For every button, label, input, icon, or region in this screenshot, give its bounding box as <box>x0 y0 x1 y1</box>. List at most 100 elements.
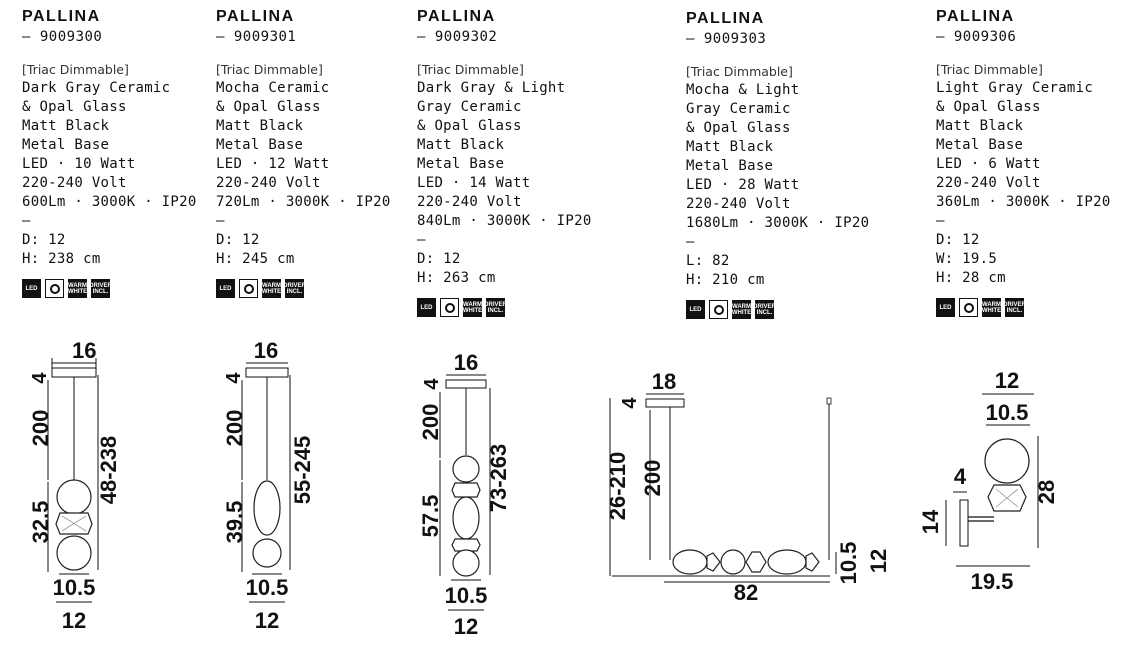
product-title: PALLINA <box>216 8 295 25</box>
product-code: — 9009301 <box>216 29 297 45</box>
dim-height: 28 <box>1034 480 1059 504</box>
dim-body-height: 39.5 <box>222 501 247 544</box>
spec-line: Metal Base <box>936 137 1024 153</box>
spec-line: 600Lm · 3000K · IP20 <box>22 194 197 210</box>
spec-line: Metal Base <box>216 137 304 153</box>
product-code: — 9009302 <box>417 29 498 45</box>
feature-icons: LED WARM WHITE DRIVER INCL. <box>216 279 391 298</box>
spec-line: 220-240 Volt <box>216 175 321 191</box>
drawing-9009301: 16 4 200 55-245 39.5 10.5 12 <box>222 338 315 633</box>
dim-outer-diameter: 12 <box>454 614 478 639</box>
spec-line: & Opal Glass <box>216 99 321 115</box>
spec-line: H: 210 cm <box>686 272 765 288</box>
warm-white-icon: WARM WHITE <box>982 298 1001 317</box>
led-icon: LED <box>216 279 235 298</box>
spec-line: Matt Black <box>417 137 505 153</box>
dim-cap: 4 <box>619 397 641 409</box>
spec-line: 220-240 Volt <box>22 175 127 191</box>
dim-outer-diameter: 12 <box>255 608 279 633</box>
dim-total-height: 26-210 <box>605 452 630 521</box>
feature-icons: LED WARM WHITE DRIVER INCL. <box>686 300 869 319</box>
spec-line: LED · 12 Watt <box>216 156 330 172</box>
spec-list: Mocha & Light Gray Ceramic & Opal Glass … <box>686 81 869 290</box>
feature-icons: LED WARM WHITE DRIVER INCL. <box>22 279 197 298</box>
spec-line: H: 263 cm <box>417 270 496 286</box>
spec-line: Metal Base <box>22 137 110 153</box>
spec-line: Dark Gray Ceramic <box>22 80 171 96</box>
dim-outer-diameter: 12 <box>995 368 1019 393</box>
spec-list: Dark Gray & Light Gray Ceramic & Opal Gl… <box>417 79 592 288</box>
dimmable-icon <box>239 279 258 298</box>
spec-list: Light Gray Ceramic & Opal Glass Matt Bla… <box>936 79 1111 288</box>
spec-line: LED · 28 Watt <box>686 177 800 193</box>
dimmable-label: [Triac Dimmable] <box>686 64 793 79</box>
product-card-9009302: PALLINA — 9009302 [Triac Dimmable] Dark … <box>417 8 592 317</box>
dim-cable: 200 <box>222 410 247 447</box>
spec-line: 220-240 Volt <box>936 175 1041 191</box>
dim-total-height: 73-263 <box>486 444 511 513</box>
driver-included-icon: DRIVER INCL. <box>1003 298 1026 317</box>
spec-line: Matt Black <box>216 118 304 134</box>
spec-line: LED · 10 Watt <box>22 156 136 172</box>
spec-line: D: 12 <box>936 232 980 248</box>
dimmable-icon <box>45 279 64 298</box>
spec-line: D: 12 <box>417 251 461 267</box>
dim-outer-diameter: 12 <box>62 608 86 633</box>
product-card-9009303: PALLINA — 9009303 [Triac Dimmable] Mocha… <box>686 10 869 319</box>
dim-arm: 4 <box>954 464 967 489</box>
spec-line: 840Lm · 3000K · IP20 <box>417 213 592 229</box>
driver-included-icon: DRIVER INCL. <box>89 279 112 298</box>
feature-icons: LED WARM WHITE DRIVER INCL. <box>936 298 1111 317</box>
dim-height-inner: 10.5 <box>836 542 861 585</box>
dim-body-height: 57.5 <box>418 495 443 538</box>
spec-line: Gray Ceramic <box>686 101 791 117</box>
spec-line: Matt Black <box>936 118 1024 134</box>
product-code: — 9009306 <box>936 29 1017 45</box>
driver-included-icon: DRIVER INCL. <box>753 300 776 319</box>
dim-plate-height: 14 <box>918 509 943 534</box>
dim-top-width: 16 <box>72 338 96 363</box>
dim-inner-diameter: 10.5 <box>986 400 1029 425</box>
driver-included-icon: DRIVER INCL. <box>484 298 507 317</box>
spec-line: Metal Base <box>686 158 774 174</box>
dim-body-height: 32.5 <box>28 501 53 544</box>
dim-inner-diameter: 10.5 <box>53 575 96 600</box>
dimmable-icon <box>709 300 728 319</box>
dim-length: 82 <box>734 580 758 605</box>
spec-line: & Opal Glass <box>686 120 791 136</box>
warm-white-icon: WARM WHITE <box>262 279 281 298</box>
dim-inner-diameter: 10.5 <box>445 583 488 608</box>
dimmable-icon <box>440 298 459 317</box>
spec-line: & Opal Glass <box>417 118 522 134</box>
led-icon: LED <box>936 298 955 317</box>
spec-line: Dark Gray & Light <box>417 80 566 96</box>
spec-line: Metal Base <box>417 156 505 172</box>
spec-line: Mocha Ceramic <box>216 80 330 96</box>
spec-line: H: 245 cm <box>216 251 295 267</box>
spec-line: Mocha & Light <box>686 82 800 98</box>
dimmable-label: [Triac Dimmable] <box>417 62 524 77</box>
spec-line: 720Lm · 3000K · IP20 <box>216 194 391 210</box>
product-card-9009301: PALLINA — 9009301 [Triac Dimmable] Mocha… <box>216 8 391 298</box>
spec-line: D: 12 <box>22 232 66 248</box>
spec-list: Dark Gray Ceramic & Opal Glass Matt Blac… <box>22 79 197 269</box>
dim-top-width: 16 <box>454 350 478 375</box>
drawing-9009302: 16 4 200 73-263 57.5 10.5 12 <box>418 350 511 639</box>
product-title: PALLINA <box>417 8 496 25</box>
dim-top-width: 18 <box>652 369 676 394</box>
driver-included-icon: DRIVER INCL. <box>283 279 306 298</box>
dimmable-label: [Triac Dimmable] <box>216 62 323 77</box>
spec-line: Gray Ceramic <box>417 99 522 115</box>
dim-inner-diameter: 10.5 <box>246 575 289 600</box>
spec-line: Matt Black <box>22 118 110 134</box>
product-card-9009306: PALLINA — 9009306 [Triac Dimmable] Light… <box>936 8 1111 317</box>
spec-line: H: 238 cm <box>22 251 101 267</box>
dim-total-height: 48-238 <box>96 436 121 505</box>
spec-line: L: 82 <box>686 253 730 269</box>
spec-line: Light Gray Ceramic <box>936 80 1094 96</box>
product-title: PALLINA <box>686 10 765 27</box>
dim-cable: 200 <box>28 410 53 447</box>
spec-line: — <box>417 232 426 248</box>
product-code: — 9009300 <box>22 29 103 45</box>
